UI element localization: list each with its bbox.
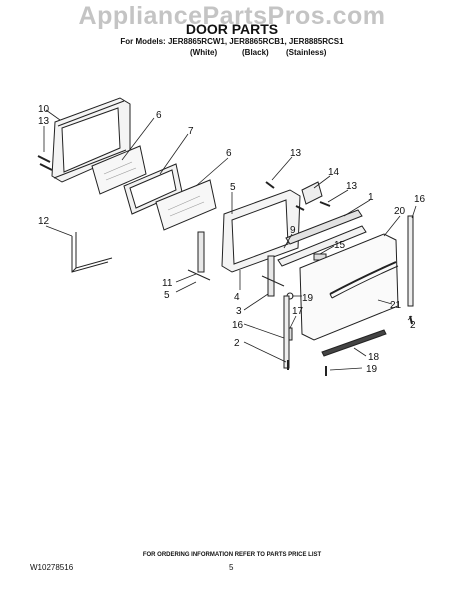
- callout-9: 9: [290, 225, 296, 236]
- callout-19-a: 19: [302, 293, 314, 304]
- bracket-14: [301, 181, 323, 205]
- leader-lines: [43, 109, 417, 371]
- callout-13-a: 13: [38, 116, 50, 127]
- document-id: W10278516: [30, 563, 74, 572]
- glass-panel-6a: [91, 145, 147, 195]
- callout-5-a: 5: [230, 182, 236, 193]
- strip-16-left: [283, 295, 290, 369]
- callout-6-b: 6: [226, 148, 232, 159]
- callout-13-b: 13: [290, 148, 302, 159]
- watermark: AppliancePartsPros.com: [78, 2, 386, 30]
- screw-13-left: [37, 155, 53, 171]
- page-number: 5: [229, 563, 234, 572]
- variant-stainless: (Stainless): [286, 48, 327, 57]
- callout-labels: 10 13 6 7 6 13 14 13 5 1 16 20 9 12 15 1…: [38, 104, 426, 375]
- callout-2-a: 2: [410, 320, 416, 331]
- callout-11: 11: [162, 278, 173, 289]
- callout-4: 4: [234, 292, 240, 303]
- callout-2-b: 2: [234, 338, 240, 349]
- variant-black: (Black): [242, 48, 269, 57]
- callout-13-c: 13: [346, 181, 358, 192]
- gasket-18: [321, 329, 387, 357]
- bracket-12: [71, 232, 113, 273]
- callout-15: 15: [334, 240, 346, 251]
- callout-19-b: 19: [366, 364, 378, 375]
- callout-17: 17: [292, 306, 304, 317]
- inner-door-frame-4: [221, 189, 301, 273]
- callout-7: 7: [188, 126, 194, 137]
- callout-12: 12: [38, 216, 50, 227]
- strip-16-right: [407, 215, 414, 307]
- screw-13-mid: [265, 181, 275, 189]
- hinge-11: [187, 231, 211, 281]
- callout-21: 21: [390, 300, 402, 311]
- page-title: DOOR PARTS: [185, 21, 279, 37]
- screw-13-right: [295, 205, 305, 211]
- outer-door-panel-20: [299, 233, 399, 341]
- callout-1: 1: [368, 192, 374, 203]
- callout-6-a: 6: [156, 110, 162, 121]
- callout-16-b: 16: [232, 320, 244, 331]
- callout-14: 14: [328, 167, 340, 178]
- callout-10: 10: [38, 104, 50, 115]
- models-line: For Models: JER8865RCW1, JER8865RCB1, JE…: [120, 37, 344, 46]
- hinge-3: [261, 255, 285, 297]
- trim-9: [277, 225, 367, 267]
- callout-20: 20: [394, 206, 406, 217]
- variant-white: (White): [190, 48, 218, 57]
- callout-3: 3: [236, 306, 242, 317]
- glass-panel-6b: [155, 179, 217, 231]
- callout-18: 18: [368, 352, 380, 363]
- vent-strip-1: [285, 209, 363, 245]
- callout-16-a: 16: [414, 194, 426, 205]
- door-frame-part: [51, 97, 131, 183]
- callout-5-b: 5: [164, 290, 170, 301]
- ordering-note: FOR ORDERING INFORMATION REFER TO PARTS …: [142, 552, 322, 558]
